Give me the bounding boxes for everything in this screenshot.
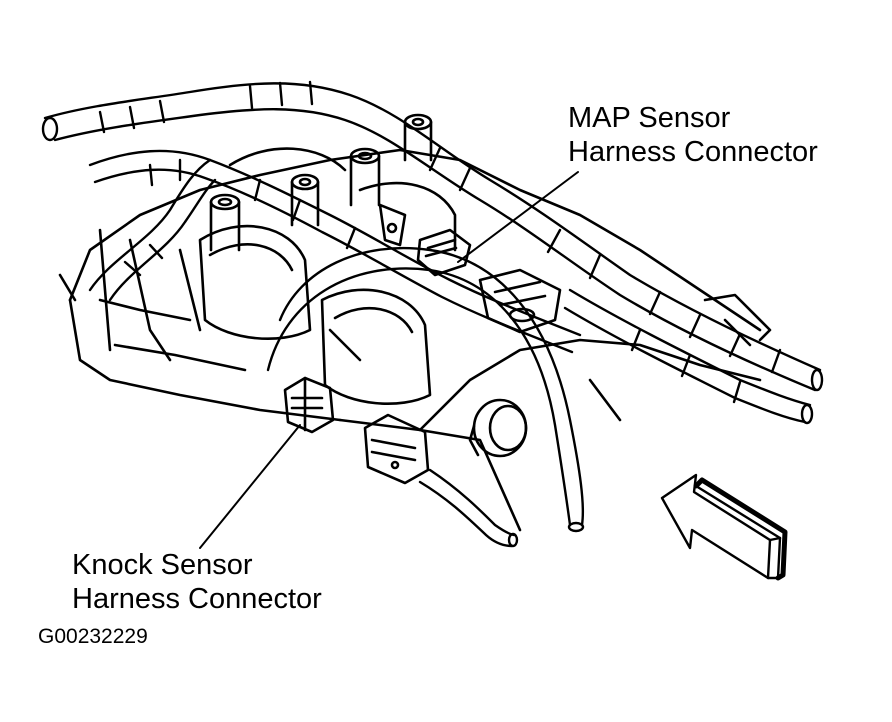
map-sensor-connector	[416, 228, 562, 334]
map-sensor-label-line2: Harness Connector	[568, 136, 818, 168]
front-direction-arrow-icon	[660, 473, 788, 581]
map-sensor-label-line1: MAP Sensor	[568, 102, 731, 134]
knock-sensor-label-line1: Knock Sensor	[72, 549, 253, 581]
knock-sensor-label: Knock Sensor Harness Connector	[72, 548, 322, 616]
leader-lines	[199, 171, 579, 549]
throttle-body	[468, 398, 528, 458]
map-sensor-label: MAP Sensor Harness Connector	[568, 101, 818, 169]
injector-towers	[209, 113, 433, 252]
wiring-harness	[41, 80, 824, 548]
knock-sensor-label-line2: Harness Connector	[72, 583, 322, 615]
map-sensor-leader	[457, 171, 579, 263]
knock-sensor-leader	[199, 424, 301, 549]
plenum-housings	[198, 147, 457, 405]
knock-sensor-connector	[283, 376, 430, 485]
figure-id: G00232229	[38, 625, 148, 648]
